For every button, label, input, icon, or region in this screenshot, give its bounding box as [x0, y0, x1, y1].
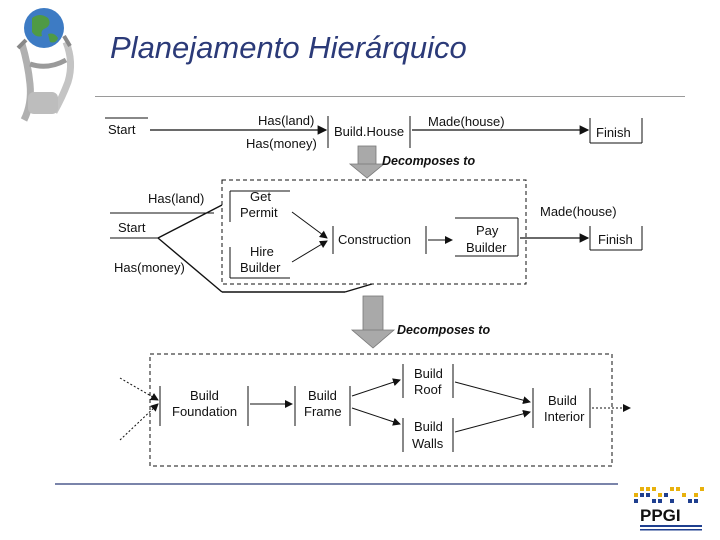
level2-get-permit-line1: Get: [250, 189, 271, 204]
level1-finish: Finish: [596, 125, 631, 140]
level2-finish: Finish: [598, 232, 633, 247]
level3-foundation-line1: Build: [190, 388, 219, 403]
level3-roof-line2: Roof: [414, 382, 442, 397]
level3-frame-line2: Frame: [304, 404, 342, 419]
level1-precond-money: Has(money): [246, 136, 317, 151]
level2-pay-builder-line2: Builder: [466, 240, 507, 255]
ppgi-logo: PPGI: [634, 487, 704, 531]
ppgi-logo-text: PPGI: [640, 506, 681, 525]
level2-plan: Has(land) Start Has(money) Get Permit Hi…: [110, 189, 643, 293]
level3-frame-line1: Build: [308, 388, 337, 403]
level3-walls-line2: Walls: [412, 436, 444, 451]
level3-dashed-box: [149, 353, 613, 467]
level3-foundation-line2: Foundation: [172, 404, 237, 419]
level1-plan: Start Has(land) Has(money) Build.House M…: [105, 113, 643, 151]
decompose-label-1: Decomposes to: [382, 154, 475, 168]
robot-globe-logo: [16, 8, 75, 122]
level1-start: Start: [108, 122, 136, 137]
level1-precond-land: Has(land): [258, 113, 314, 128]
level2-effect-made-house: Made(house): [540, 204, 617, 219]
level2-hire-builder-line1: Hire: [250, 244, 274, 259]
level2-construction: Construction: [338, 232, 411, 247]
level2-get-permit-line2: Permit: [240, 205, 278, 220]
level2-dashed-box: [221, 179, 527, 285]
decompose-label-2: Decomposes to: [397, 323, 490, 337]
level1-effect-made-house: Made(house): [428, 114, 505, 129]
decompose-arrow-1: [348, 145, 386, 179]
decompose-arrow-2: [350, 295, 396, 349]
title-divider: [95, 96, 685, 97]
level2-pay-builder-line1: Pay: [476, 223, 499, 238]
level2-precond-money: Has(money): [114, 260, 185, 275]
level3-plan: Build Foundation Build Frame Build Roof …: [119, 364, 631, 452]
level2-hire-builder-line2: Builder: [240, 260, 281, 275]
level3-interior-line2: Interior: [544, 409, 585, 424]
level2-start: Start: [118, 220, 146, 235]
level3-roof-line1: Build: [414, 366, 443, 381]
slide-title: Planejamento Hierárquico: [110, 30, 467, 65]
level3-interior-line1: Build: [548, 393, 577, 408]
level1-action-build-house: Build.House: [334, 124, 404, 139]
level3-walls-line1: Build: [414, 419, 443, 434]
level2-precond-land: Has(land): [148, 191, 204, 206]
